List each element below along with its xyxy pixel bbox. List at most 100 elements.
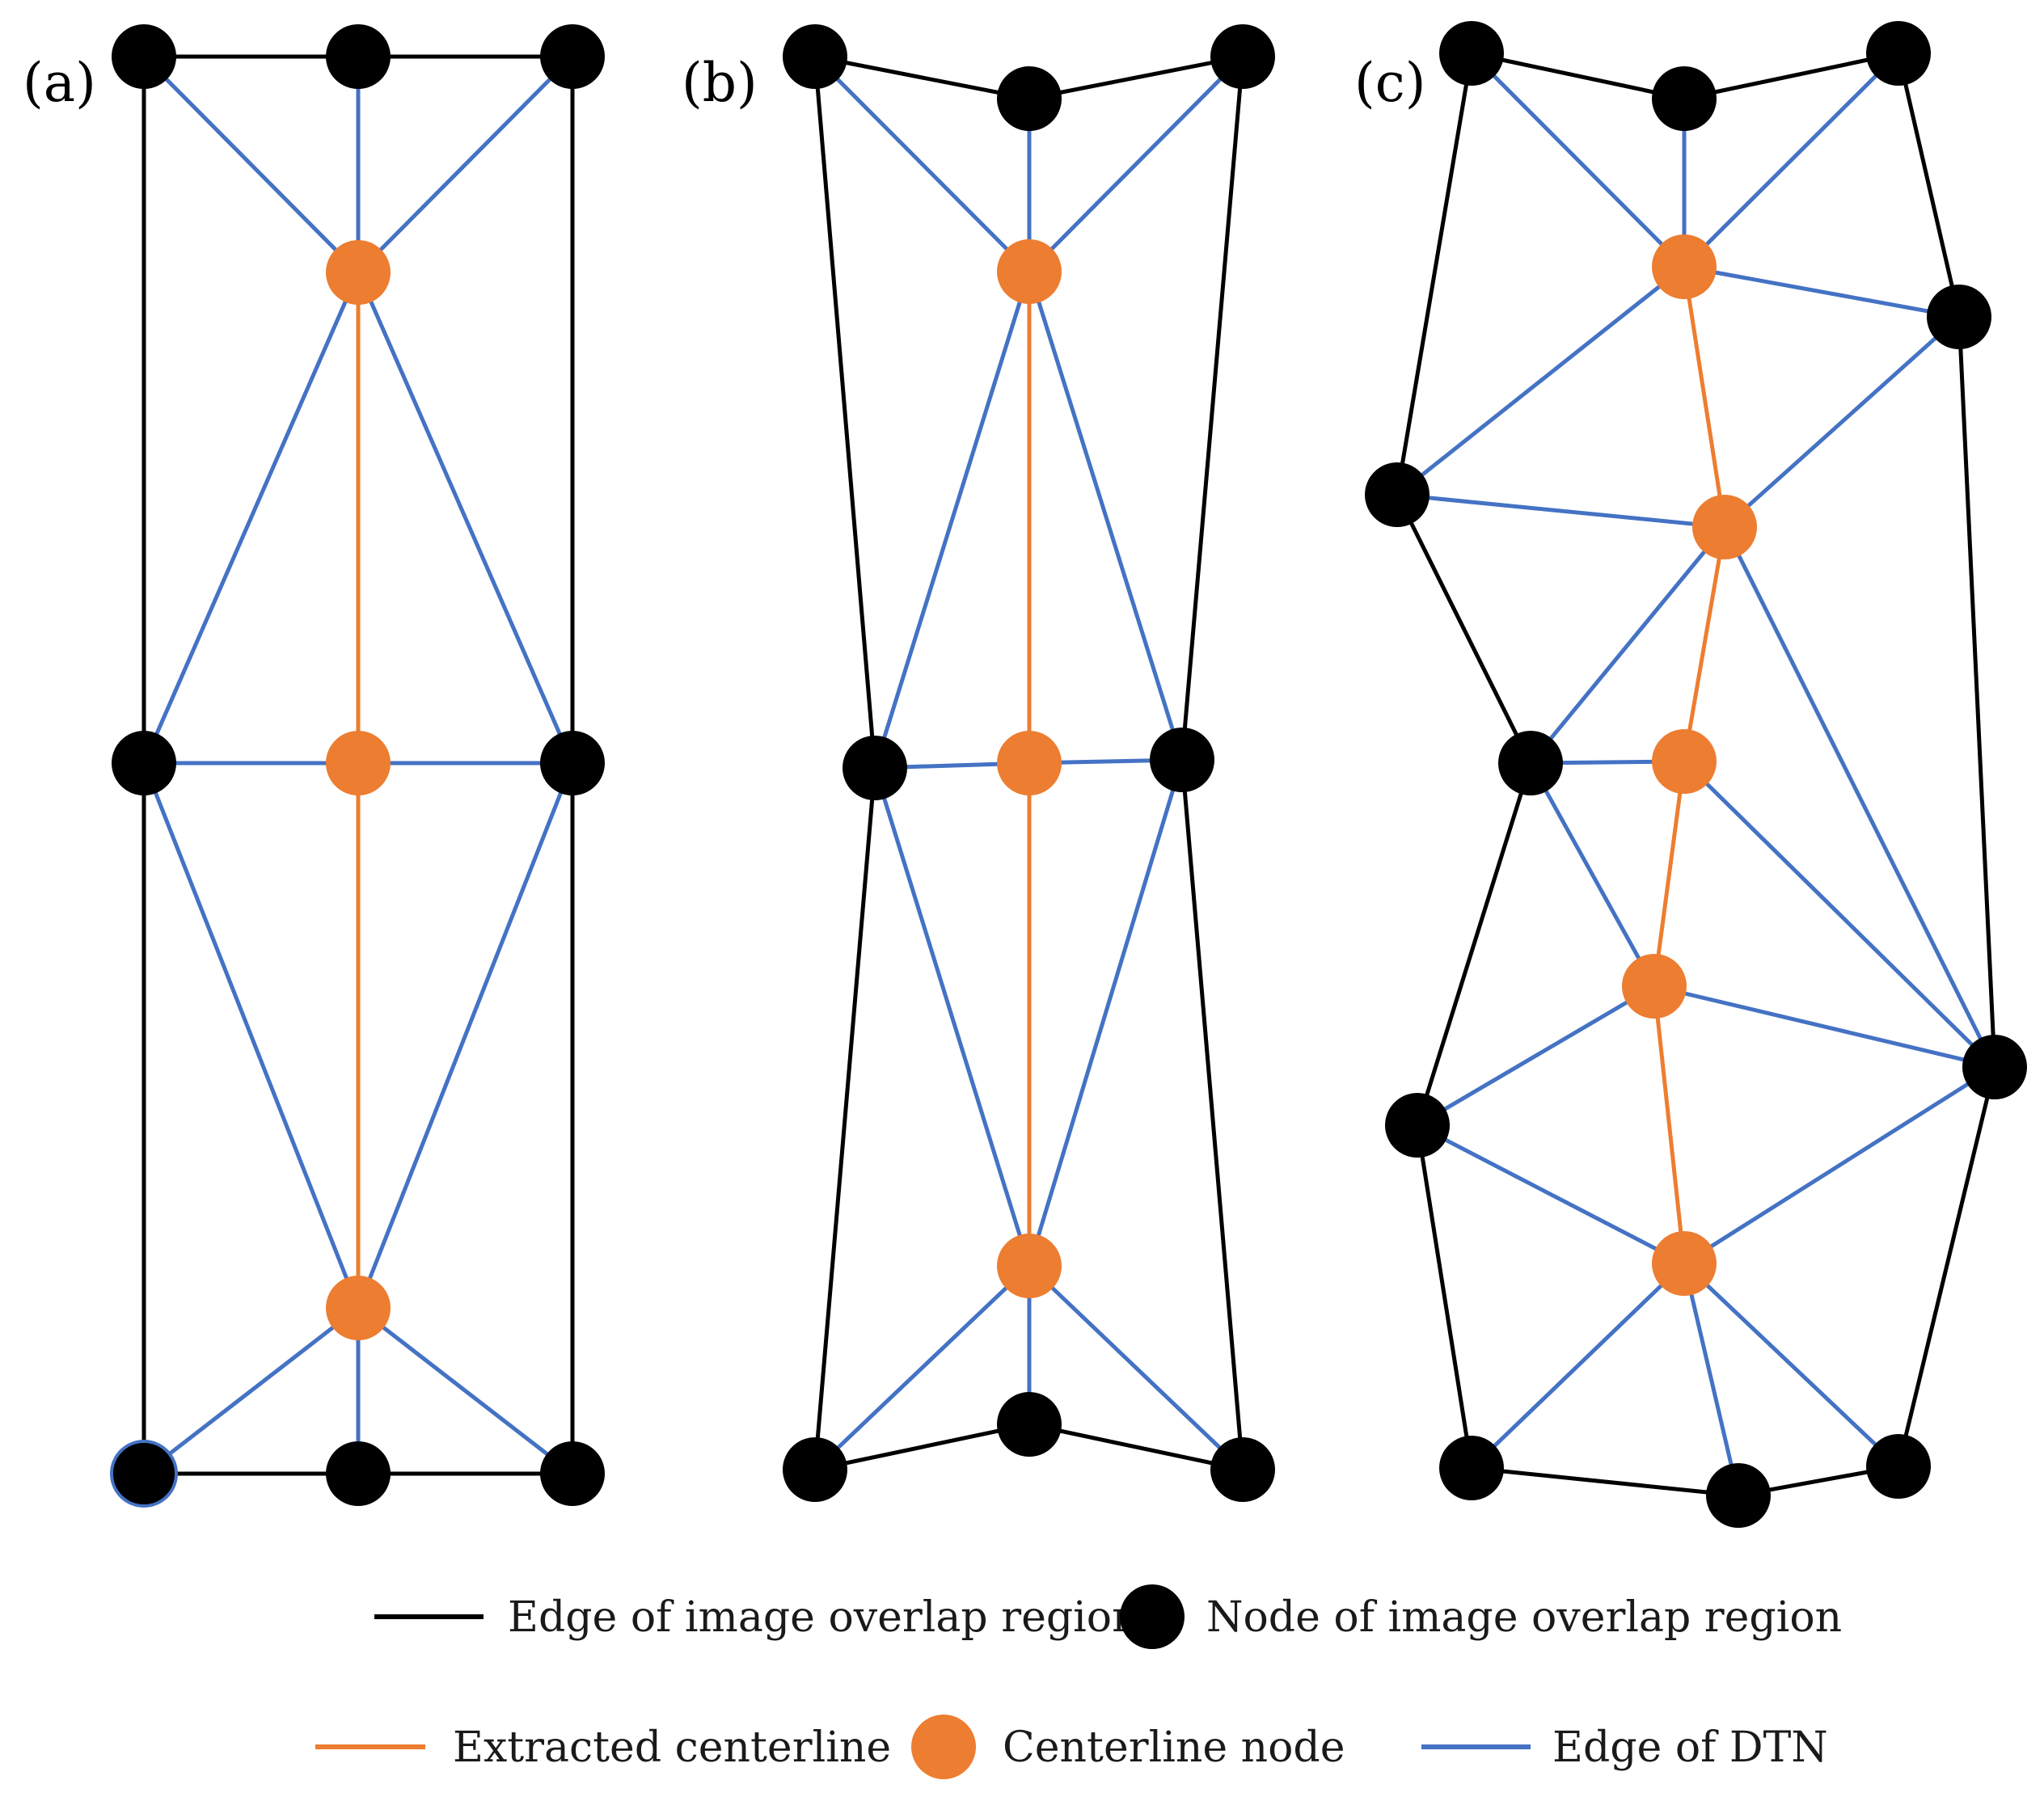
panel-a [110,24,605,1508]
panel-b-dtn-edge-c1-b5 [1027,269,1185,762]
panel-c-overlap-node-b3 [1866,21,1931,86]
panel-c-dtn-edge-b4-c2 [1722,314,1962,529]
panel-c-overlap-node-b7 [1962,1035,2027,1099]
panel-a-overlap-node-b4 [112,731,176,795]
legend-node-overlap-swatch [1120,1584,1185,1649]
panel-b-overlap-node-b2 [997,66,1062,131]
panel-c-dtn-edge-c2-b7 [1722,525,1997,1069]
panel-c-centerline-node-c3 [1652,729,1717,794]
panel-a-overlap-node-b7 [326,1441,391,1506]
panel-c-overlap-edge-b2-b3 [1682,51,1901,101]
panel-b-overlap-edge-b5-b8 [1180,757,1245,1472]
panel-c-dtn-edge-b8-c5 [1415,1123,1687,1266]
legend-dtn-edge-label: Edge of DTN [1552,1723,1828,1772]
panel-c-overlap-edge-b9-b10 [1469,1466,1741,1498]
panel-c-overlap-node-b2 [1652,66,1717,131]
panel-c-dtn-edge-b6-c4 [1528,761,1657,989]
panel-b-overlap-node-b7 [997,1392,1062,1457]
panel-c-overlap-node-b11 [1866,1434,1931,1499]
panel-a-dtn-edge-b1-c1 [141,54,361,275]
panel-c-dtn-edge-c3-b7 [1682,759,1997,1069]
panel-c-centerline-edge-c1-c2 [1682,264,1727,529]
panel-a-dtn-edge-b5-c3 [356,761,575,1310]
panel-b-dtn-edge-c1-b4 [872,269,1032,770]
panel-a-overlap-node-b1 [112,24,176,89]
panel-c-dtn-edge-c1-b4 [1682,264,1962,319]
panel-b-dtn-edge-b4-c3 [872,766,1032,1268]
panel-a-dtn-edge-b3-c1 [356,54,575,275]
panel-c-dtn-edge-c1-b5 [1395,264,1687,497]
panel-b-overlap-node-b1 [783,24,847,89]
panel-c-centerline-edge-c2-c3 [1682,525,1727,764]
panel-a-overlap-node-b2 [326,24,391,89]
panel-c-overlap-edge-b7-b11 [1896,1065,1997,1469]
panel-b-overlap-edge-b1-b4 [813,54,877,770]
panel-b-overlap-node-b4 [843,736,907,800]
panel-c-dtn-edge-c2-b6 [1528,525,1727,766]
legend-centerline-node-label: Centerline node [1003,1723,1345,1772]
panel-a-dtn-edge-c3-b8 [356,1306,575,1476]
panel-c-dtn-edge-c4-b7 [1652,984,1997,1069]
panel-b-overlap-edge-b6-b7 [813,1422,1032,1472]
panel-c-overlap-node-b10 [1706,1463,1771,1528]
panel-c-centerline-edge-c4-c5 [1652,984,1687,1266]
panel-c-overlap-node-b9 [1439,1436,1504,1500]
panel-b-dtn-edge-c3-b8 [1027,1263,1245,1472]
panel-c-overlap-node-b5 [1365,462,1430,527]
panel-b-centerline-node-c2 [997,731,1062,795]
panel-c-dtn-edge-c5-b11 [1682,1261,1901,1469]
panel-c-dtn-edge-c5-b9 [1469,1261,1687,1470]
panel-c-overlap-node-b6 [1498,731,1563,795]
panel-c-overlap-edge-b6-b8 [1415,761,1533,1128]
panel-c-overlap-edge-b4-b7 [1957,314,1997,1069]
panel-b-centerline-node-c3 [997,1234,1062,1298]
legend-centerline-label: Extracted centerline [453,1723,891,1772]
panel-a-dtn-edge-c3-b6 [141,1306,361,1476]
panel-c-dtn-edge-c4-b8 [1415,984,1657,1128]
panel-a-overlap-node-b6 [110,1440,178,1508]
panel-c [1365,21,2027,1528]
panel-a-overlap-node-b3 [540,24,605,89]
panel-b-dtn-edge-b1-c1 [813,54,1032,274]
panel-c-overlap-edge-b8-b9 [1415,1123,1474,1470]
panel-b-dtn-edge-b5-c3 [1027,757,1185,1268]
panel-a-centerline-node-c2 [326,731,391,795]
panel-c-centerline-node-c2 [1692,495,1757,559]
panel-b-overlap-edge-b2-b3 [1027,54,1245,101]
panel-b-overlap-node-b8 [1210,1437,1275,1502]
panel-b [783,24,1275,1502]
panel-b-dtn-edge-c3-b6 [813,1263,1032,1472]
panel-b-label: (b) [682,52,758,114]
panel-a-centerline-node-c1 [326,240,391,305]
panel-c-centerline-node-c4 [1622,954,1687,1019]
panel-a-overlap-node-b5 [540,731,605,795]
panel-c-centerline-node-c5 [1652,1231,1717,1296]
panel-c-centerline-edge-c3-c4 [1652,759,1687,989]
panel-c-overlap-edge-b1-b5 [1395,51,1474,497]
panel-b-overlap-edge-b7-b8 [1027,1422,1245,1472]
panel-a-dtn-edge-c1-b5 [356,270,575,766]
panel-c-dtn-edge-b3-c1 [1682,51,1901,269]
legend: Edge of image overlap region Node of ima… [315,1584,1842,1779]
panel-c-overlap-node-b8 [1385,1093,1450,1158]
panel-b-overlap-edge-b4-b6 [813,766,877,1472]
panel-a-dtn-edge-b4-c3 [141,761,361,1310]
panel-b-dtn-edge-b3-c1 [1027,54,1245,274]
panel-c-overlap-edge-b1-b2 [1469,51,1687,101]
panel-b-overlap-edge-b1-b2 [813,54,1032,101]
panel-b-overlap-node-b3 [1210,24,1275,89]
panel-c-overlap-edge-b5-b6 [1395,492,1533,766]
panel-c-centerline-node-c1 [1652,234,1717,299]
panel-c-dtn-edge-b5-c2 [1395,492,1727,529]
panel-a-dtn-edge-c1-b4 [141,270,361,766]
panel-c-overlap-edge-b3-b4 [1896,51,1962,319]
panel-c-dtn-edge-c5-b7 [1682,1065,1997,1266]
panel-b-overlap-edge-b3-b5 [1180,54,1245,762]
panel-c-dtn-edge-c5-b10 [1682,1261,1741,1498]
legend-centerline-node-swatch [911,1715,976,1779]
panel-c-label: (c) [1354,52,1425,114]
panel-b-overlap-node-b5 [1150,728,1214,792]
legend-node-overlap-label: Node of image overlap region [1206,1593,1842,1642]
legend-edge-overlap-label: Edge of image overlap region [508,1593,1139,1642]
